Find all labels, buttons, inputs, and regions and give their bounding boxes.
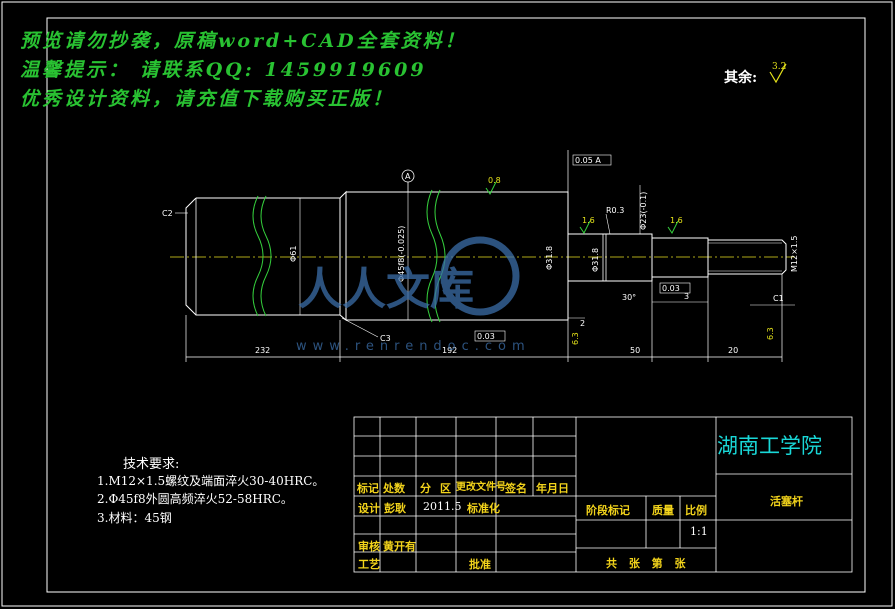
header-date: 年月日 bbox=[536, 482, 569, 495]
dim-dia-mid: Φ45f8(-0.025) bbox=[397, 226, 406, 282]
header-zone-a: 分 bbox=[420, 482, 431, 495]
tech-notes-title: 技术要求: bbox=[123, 457, 180, 472]
header-change-doc: 更改文件号 bbox=[456, 482, 506, 493]
leader-fillet bbox=[605, 213, 611, 235]
dim-dia-small: Φ31.8 bbox=[545, 246, 554, 270]
design-date: 2011.5 bbox=[423, 500, 462, 513]
shaft-thread-section bbox=[708, 239, 787, 275]
tol-frame-perp bbox=[659, 282, 691, 294]
designer-name: 彭耿 bbox=[384, 502, 406, 515]
inner-frame bbox=[46, 17, 866, 593]
tol-frame-top bbox=[572, 154, 612, 166]
process-label: 工艺 bbox=[358, 558, 380, 571]
review-label: 审核 bbox=[358, 540, 380, 553]
svg-text:www.renrendoc.com: www.renrendoc.com bbox=[296, 339, 531, 354]
break-line-4 bbox=[434, 189, 446, 323]
dim-chamfer-c2: C2 bbox=[162, 209, 173, 218]
tech-note-3: 3.材料：45钢 bbox=[97, 511, 172, 525]
leader-c3 bbox=[341, 317, 379, 338]
dim-angle: 30° bbox=[622, 293, 636, 302]
break-line-3 bbox=[426, 189, 438, 323]
shaft-small-section bbox=[568, 233, 653, 282]
roughness-1: 0.8 bbox=[488, 176, 501, 185]
dim-len-r1: 50 bbox=[630, 346, 640, 355]
other-roughness-label: 其余: bbox=[724, 70, 758, 86]
scale-label: 比例 bbox=[685, 504, 707, 517]
tech-note-1: 1.M12×1.5螺纹及端面淬火30-40HRC。 bbox=[97, 474, 325, 488]
tol-round: 0.03 bbox=[477, 332, 495, 341]
dim-thread: M12×1.5 bbox=[790, 235, 799, 272]
header-mark: 标记 bbox=[357, 482, 379, 495]
tol-frame-round bbox=[474, 330, 506, 342]
shaft-step bbox=[339, 190, 347, 322]
dim-chamfer-c1: C1 bbox=[773, 294, 784, 303]
header-count: 处数 bbox=[383, 482, 405, 495]
header-signature: 签名 bbox=[505, 482, 527, 495]
dim-len-mid: 192 bbox=[442, 346, 457, 355]
roughness-2: 1.6 bbox=[582, 216, 595, 225]
roughness-5: 6.3 bbox=[766, 327, 775, 340]
tech-note-2: 2.Φ45f8外圆高频淬火52-58HRC。 bbox=[97, 492, 293, 506]
svg-text:人人文库: 人人文库 bbox=[298, 264, 474, 315]
other-roughness-symbol bbox=[769, 63, 787, 84]
design-label: 设计 bbox=[358, 502, 380, 515]
reviewer-name: 黄开有 bbox=[383, 540, 416, 553]
dim-dia-left: Φ61 bbox=[289, 246, 298, 262]
tol-top: 0.05 A bbox=[575, 156, 601, 165]
header-zone-b: 区 bbox=[440, 482, 451, 495]
dim-len-r2: 20 bbox=[728, 346, 738, 355]
other-roughness-value: 3.2 bbox=[772, 62, 787, 72]
roughness-3: 1.6 bbox=[670, 216, 683, 225]
break-line-2 bbox=[260, 195, 272, 317]
weight-label: 质量 bbox=[652, 504, 674, 517]
watermark-line-2: 温馨提示： 请联系QQ: 1459919609 bbox=[20, 59, 427, 81]
dim-len-left: 232 bbox=[255, 346, 270, 355]
watermark-line-3: 优秀设计资料，请充值下载购买正版！ bbox=[20, 88, 395, 110]
dim-len-2: 2 bbox=[580, 319, 585, 328]
dim-chamfer-c3: C3 bbox=[380, 334, 391, 343]
break-line-1 bbox=[252, 195, 264, 317]
stage-label: 阶段标记 bbox=[586, 504, 630, 517]
school-name: 湖南工学院 bbox=[717, 434, 822, 458]
sheets-label: 共 张 第 张 bbox=[606, 557, 690, 570]
dim-fillet: R0.3 bbox=[606, 206, 624, 215]
dim-len-3: 3 bbox=[684, 292, 689, 301]
roughness-symbol bbox=[579, 220, 591, 234]
dim-dia-neck: Φ31.8 bbox=[591, 248, 600, 272]
title-block-grid bbox=[353, 416, 853, 573]
shaft-right-section bbox=[652, 237, 709, 278]
standard-label: 标准化 bbox=[467, 502, 500, 515]
datum-label: A bbox=[405, 172, 411, 181]
roughness-symbol bbox=[485, 181, 497, 195]
dim-dia-right: Φ23(-0.1) bbox=[639, 192, 648, 230]
scale-value: 1:1 bbox=[690, 525, 708, 538]
part-name: 活塞杆 bbox=[770, 495, 803, 508]
approve-label: 批准 bbox=[469, 558, 491, 571]
tol-perp: 0.03 bbox=[662, 284, 680, 293]
watermark-line-1: 预览请勿抄袭，原稿word+CAD全套资料！ bbox=[20, 30, 467, 52]
renren-logo: 人人文库 www.renrendoc.com bbox=[296, 236, 531, 354]
roughness-symbol bbox=[667, 220, 679, 234]
roughness-4: 6.3 bbox=[571, 332, 580, 345]
